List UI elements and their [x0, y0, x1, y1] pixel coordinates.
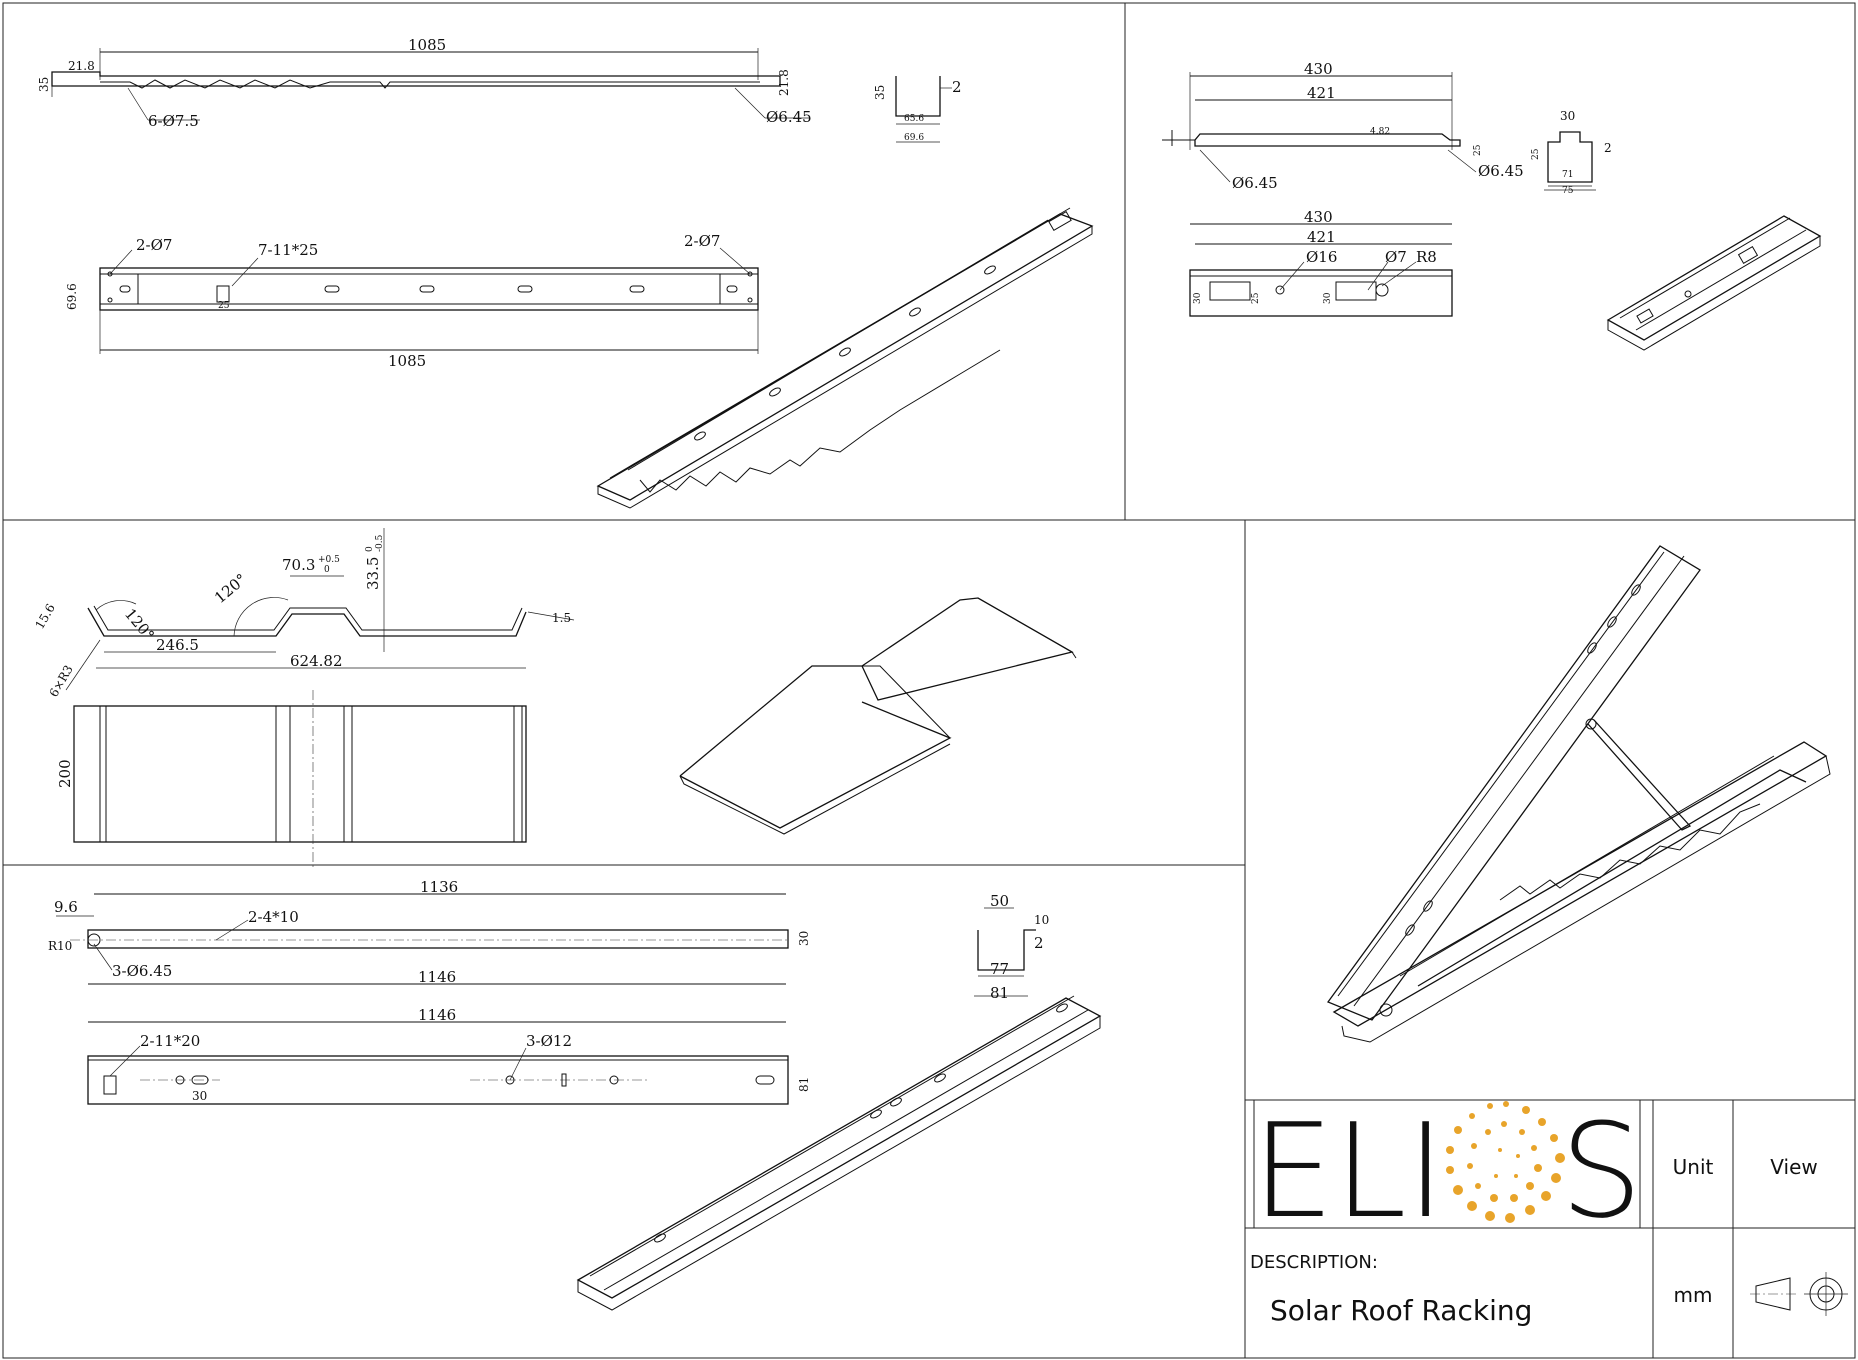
- plan-slots-callout: 7-11*25: [258, 241, 318, 259]
- description-value: Solar Roof Racking: [1270, 1294, 1532, 1327]
- base-section-t: 2: [1034, 934, 1044, 952]
- elios-logo: ELI S: [1252, 1095, 1643, 1247]
- plate-lip-dim: 15.6: [32, 601, 57, 631]
- section-thickness-dim: 2: [952, 78, 962, 96]
- unit-value: mm: [1674, 1283, 1713, 1307]
- plate-profile-view: 15.6 120° 120° 70.3 +0.5 0 33.5 0 -0.5 1…: [32, 528, 575, 700]
- plan-slot-note: 25: [218, 301, 230, 311]
- sun-dots-icon: [1446, 1101, 1565, 1223]
- plate-plan-view: 200: [56, 690, 527, 870]
- unit-label: Unit: [1673, 1155, 1714, 1179]
- short-rail-plan-view: 430 421 30 25 30 Ø16 Ø7 R8: [1189, 208, 1453, 317]
- rail-left-offset-dim: 21.8: [68, 59, 95, 73]
- short-rail-outer-len: 430: [1304, 60, 1333, 78]
- rail-holes-callout: 6-Ø7.5: [148, 112, 199, 130]
- base-radius: R10: [48, 939, 72, 953]
- base-holes-callout: 3-Ø6.45: [112, 962, 172, 980]
- short-section-w1-dim: 71: [1562, 170, 1573, 180]
- base-plan-length: 1146: [418, 1006, 456, 1024]
- section-outer-width-dim: 69.6: [904, 133, 924, 143]
- short-plan-inner-len: 421: [1307, 228, 1336, 246]
- base-plan-slots: 2-11*20: [140, 1032, 200, 1050]
- section-height-dim: 35: [873, 85, 887, 100]
- plate-angle-left: 120°: [121, 605, 158, 644]
- logo-text-left: ELI: [1252, 1095, 1445, 1247]
- plate-angle-right: 120°: [211, 570, 250, 607]
- view-label: View: [1770, 1155, 1817, 1179]
- base-isometric-view: [576, 995, 1102, 1311]
- section-inner-width-dim: 65.6: [904, 114, 924, 124]
- plate-segment-dim: 246.5: [156, 636, 199, 654]
- short-section-h-dim: 25: [1531, 148, 1541, 160]
- short-section-t-dim: 2: [1604, 141, 1612, 155]
- short-rail-inner-len: 421: [1307, 84, 1336, 102]
- short-rail-hole-right: Ø6.45: [1478, 162, 1524, 180]
- short-plan-h2: 25: [1251, 292, 1261, 304]
- base-section-w2: 81: [990, 984, 1009, 1002]
- base-left-offset: 9.6: [54, 898, 78, 916]
- short-section-w2-dim: 75: [1562, 186, 1574, 196]
- plan-right-holes: 2-Ø7: [684, 232, 720, 250]
- plan-height-dim: 69.6: [65, 283, 79, 310]
- logo-text-right: S: [1560, 1095, 1643, 1247]
- rail-length-dim: 1085: [408, 36, 446, 54]
- panel-base-rail: 9.6 1136 R10 2-4*10 3-Ø6.45 1146 30 50 1…: [48, 878, 1102, 1311]
- plate-top-height: 33.5: [364, 557, 382, 590]
- plate-top-h-tol-dn: -0.5: [375, 534, 385, 552]
- short-plan-h1: 30: [1193, 292, 1203, 304]
- plan-length-dim: 1085: [388, 352, 426, 370]
- rail-side-view: 1085 21.8 35 21.8 6-Ø7.5 Ø6.45: [37, 36, 812, 130]
- plate-top-width: 70.3: [282, 556, 315, 574]
- base-slots-callout: 2-4*10: [248, 908, 299, 926]
- base-top-length: 1136: [420, 878, 458, 896]
- base-section-view: 50 10 2 77 81: [974, 892, 1049, 1002]
- plate-radius-callout: 6×R3: [46, 663, 75, 700]
- projection-symbol-icon: [1750, 1272, 1848, 1316]
- assembly-isometric-view: [1326, 545, 1831, 1043]
- plate-depth-dim: 200: [56, 759, 74, 788]
- short-plan-hole: Ø7: [1385, 248, 1407, 266]
- plate-thickness: 1.5: [552, 611, 571, 625]
- plate-top-tol-up: +0.5: [318, 555, 340, 565]
- base-rail-side-view: 9.6 1136 R10 2-4*10 3-Ø6.45 1146 30: [48, 878, 811, 986]
- base-bottom-length: 1146: [418, 968, 456, 986]
- short-rail-hole-left: Ø6.45: [1232, 174, 1278, 192]
- base-section-lip: 10: [1034, 913, 1049, 927]
- short-section-top-dim: 30: [1560, 109, 1575, 123]
- short-rail-side-view: 430 421 4.82 25 Ø6.45 Ø6.45: [1162, 60, 1524, 192]
- panel-short-rail: 430 421 4.82 25 Ø6.45 Ø6.45 30 25 2 71 7…: [1162, 60, 1822, 351]
- base-height-dim: 30: [797, 931, 811, 946]
- base-plan-slot-width: 30: [192, 1089, 207, 1103]
- short-rail-right-h: 25: [1473, 144, 1483, 156]
- short-rail-small-dim: 4.82: [1370, 127, 1390, 137]
- short-plan-radius: R8: [1416, 248, 1437, 266]
- base-section-top: 50: [990, 892, 1009, 910]
- base-plan-view: 1146 2-11*20 3-Ø12 30 81: [87, 1006, 811, 1105]
- rail-right-height-dim: 21.8: [777, 69, 791, 96]
- rail-section-view: 35 2 65.6 69.6: [873, 76, 962, 143]
- short-plan-h3: 30: [1323, 292, 1333, 304]
- base-plan-height: 81: [797, 1077, 811, 1092]
- description-label: DESCRIPTION:: [1250, 1252, 1378, 1273]
- short-rail-isometric-view: [1606, 215, 1822, 351]
- panel-long-rail: 1085 21.8 35 21.8 6-Ø7.5 Ø6.45 35 2 65.6…: [37, 36, 1094, 509]
- plate-total-dim: 624.82: [290, 652, 343, 670]
- short-plan-outer-len: 430: [1304, 208, 1333, 226]
- short-plan-big-hole: Ø16: [1306, 248, 1337, 266]
- plate-top-h-tol-up: 0: [365, 546, 375, 552]
- base-section-w1: 77: [990, 960, 1009, 978]
- rail-height-dim: 35: [37, 77, 51, 92]
- rail-plan-view: 69.6 2-Ø7 7-11*25 25 2-Ø7 1085: [65, 232, 759, 370]
- short-rail-section-view: 30 25 2 71 75: [1531, 109, 1612, 196]
- plate-isometric-view: [679, 597, 1077, 835]
- plan-left-holes: 2-Ø7: [136, 236, 172, 254]
- plate-top-tol-dn: 0: [324, 565, 330, 575]
- rail-isometric-view: [596, 207, 1094, 509]
- rail-end-hole-callout: Ø6.45: [766, 108, 812, 126]
- panel-bent-plate: 15.6 120° 120° 70.3 +0.5 0 33.5 0 -0.5 1…: [32, 528, 1077, 870]
- base-plan-holes: 3-Ø12: [526, 1032, 572, 1050]
- title-block: ELI S: [1245, 1095, 1855, 1358]
